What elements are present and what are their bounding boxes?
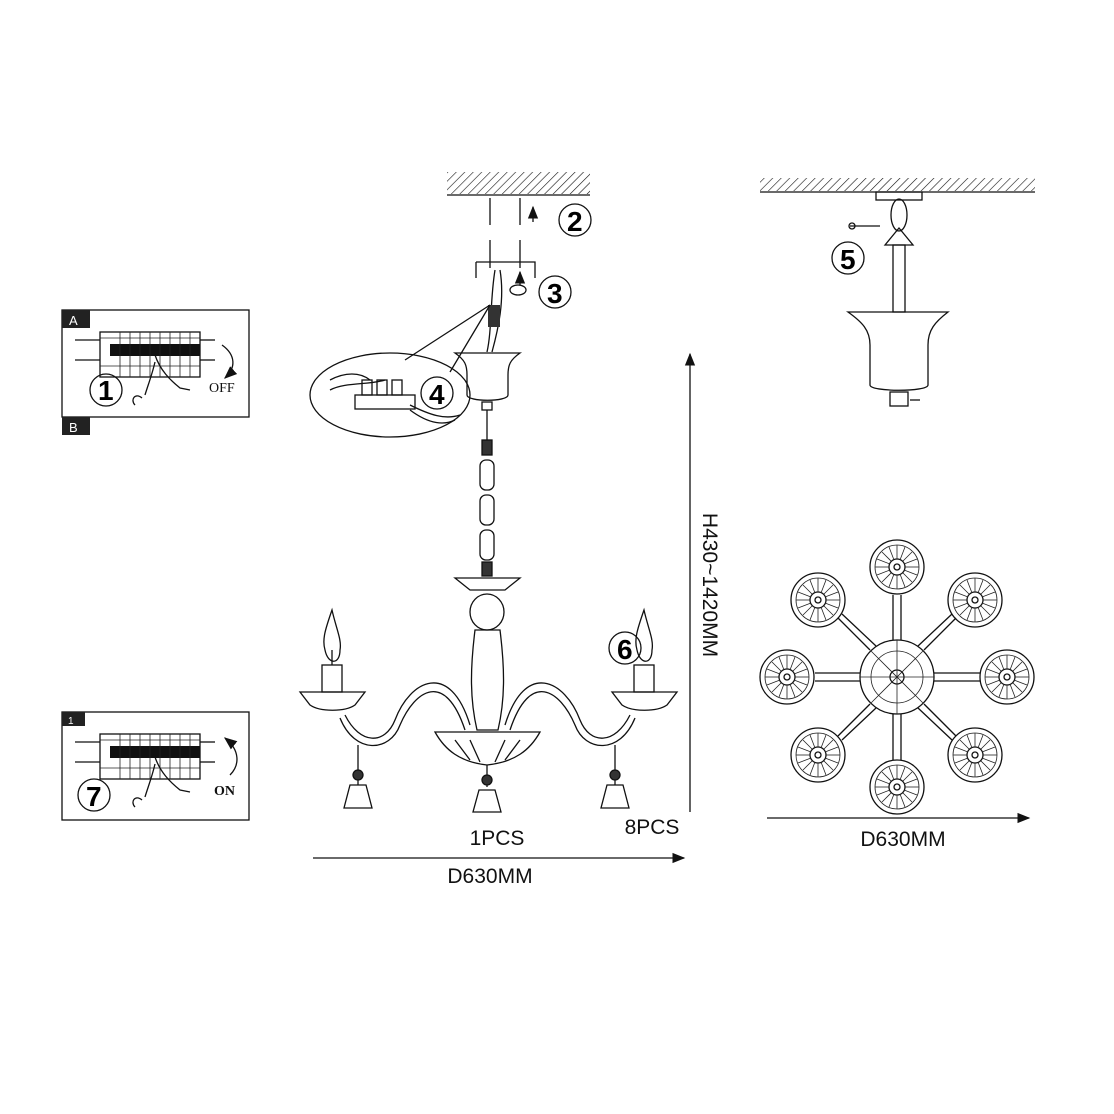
- center-qty-label: 1PCS: [470, 827, 525, 850]
- rotate-down-arrow-icon: [221, 344, 238, 379]
- step-3: 3: [547, 278, 563, 309]
- step-4: 4: [429, 379, 445, 410]
- ceiling-mount: 2 3: [447, 172, 592, 353]
- step-5: 5: [840, 244, 856, 275]
- tag-a-label: A: [69, 313, 78, 328]
- step-1: 1: [98, 375, 114, 406]
- rotate-up-arrow-icon: [223, 737, 238, 776]
- tag-b-label: B: [69, 420, 78, 435]
- circuit-breaker-icon: [74, 331, 216, 406]
- off-label: OFF: [209, 381, 235, 396]
- breaker-panel-on: 1 7 ON: [61, 711, 250, 821]
- tag-b: [62, 417, 90, 435]
- hook-mount-detail: [760, 178, 1035, 407]
- arm-qty-label: 8PCS: [625, 816, 680, 839]
- step-2: 2: [567, 206, 583, 237]
- height-label: H430~1420MM: [698, 513, 721, 657]
- chandelier-top-view: [759, 539, 1035, 815]
- top-diameter-label: D630MM: [860, 828, 945, 851]
- breaker-panel-off: A B 1 OFF: [61, 309, 250, 435]
- wiring-detail-bubble: 4: [309, 304, 491, 438]
- tag-1-label: 1: [68, 716, 74, 727]
- tag-a: [62, 310, 90, 328]
- chandelier-front-view: [298, 352, 679, 813]
- front-diameter-label: D630MM: [447, 865, 532, 888]
- step-6: 6: [617, 634, 633, 665]
- on-label: ON: [214, 784, 235, 799]
- step-7: 7: [86, 781, 102, 812]
